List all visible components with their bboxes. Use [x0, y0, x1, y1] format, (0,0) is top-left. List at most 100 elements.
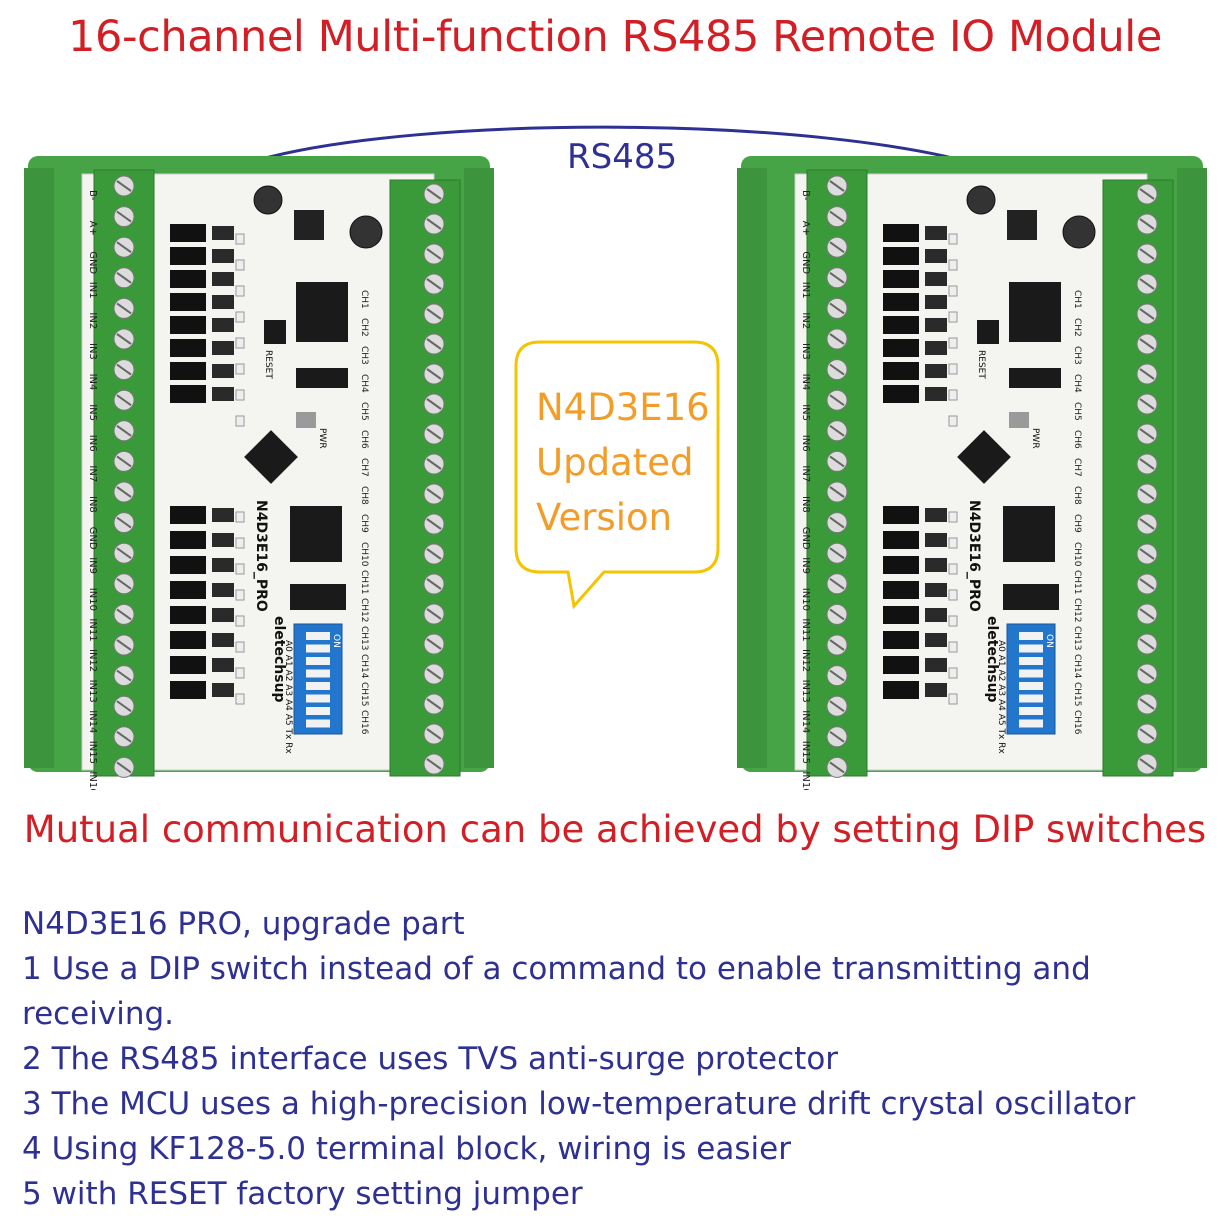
- terminal-label-left: IN9: [87, 557, 98, 574]
- io-expander-chip: [1003, 506, 1055, 562]
- status-led: [235, 337, 245, 349]
- optocoupler-chip: [883, 581, 919, 599]
- note-item-3: 3 The MCU uses a high-precision low-temp…: [22, 1086, 1136, 1122]
- output-channel-label: CH8: [1072, 486, 1082, 505]
- status-led: [948, 537, 958, 549]
- screw-slot-icon: [426, 368, 442, 380]
- resistor-array: [925, 508, 947, 522]
- dip-address-labels: A0 A1 A2 A3 A4 A5 Tx Rx: [283, 640, 293, 754]
- dip-switch-lever: [1019, 632, 1043, 640]
- terminal-label-left: IN11: [800, 618, 811, 641]
- board-model-label: N4D3E16_PRO: [966, 500, 982, 612]
- dip-on-label: ON: [331, 634, 341, 648]
- screw-slot-icon: [116, 639, 132, 651]
- upgrade-notes: N4D3E16 PRO, upgrade part 1 Use a DIP sw…: [22, 902, 1202, 1217]
- output-channel-label: CH13: [1072, 626, 1082, 651]
- status-led: [948, 693, 958, 705]
- resistor-array: [212, 341, 234, 355]
- status-led: [235, 389, 245, 401]
- io-module-board-right: B-A+GNDIN1IN2IN3IN4IN5IN6IN7IN8GNDIN9IN1…: [737, 156, 1207, 790]
- resistor-array: [925, 364, 947, 378]
- terminal-label-left: IN5: [87, 404, 98, 421]
- screw-slot-icon: [1139, 278, 1155, 290]
- mosfet-chip: [264, 320, 286, 344]
- terminal-label-left: IN1: [87, 282, 98, 299]
- screw-slot-icon: [829, 639, 845, 651]
- screw-slot-icon: [116, 730, 132, 743]
- dip-switch-lever: [306, 694, 330, 703]
- optocoupler-chip: [170, 316, 206, 334]
- dip-switch-lever: [306, 657, 330, 665]
- output-channel-label: CH15: [359, 682, 369, 707]
- optocoupler-chip: [883, 681, 919, 699]
- optocoupler-chip: [170, 293, 206, 311]
- terminal-block-right: [1102, 179, 1174, 777]
- status-led: [235, 563, 245, 575]
- status-led: [235, 641, 245, 653]
- screw-slot-icon: [426, 668, 442, 680]
- terminal-label-left: A+: [87, 221, 98, 236]
- screw-slot-icon: [116, 363, 132, 376]
- terminal-label-left: IN8: [800, 496, 811, 513]
- status-led: [948, 563, 958, 575]
- screw-slot-icon: [1139, 758, 1155, 770]
- dip-switch-lever: [1019, 694, 1043, 703]
- dip-switch: [293, 623, 343, 735]
- screw-slot-icon: [426, 428, 442, 440]
- din-rail-side-right: [1177, 168, 1207, 768]
- resistor-array: [212, 226, 234, 240]
- status-led: [235, 415, 245, 427]
- note-item-2: 2 The RS485 interface uses TVS anti-surg…: [22, 1041, 839, 1077]
- din-rail-side-left: [737, 168, 767, 768]
- note-item-1: 1 Use a DIP switch instead of a command …: [22, 951, 1091, 1032]
- terminal-label-left: IN15: [800, 741, 811, 764]
- screw-slot-icon: [1139, 308, 1155, 320]
- terminal-label-left: IN8: [87, 496, 98, 513]
- status-led: [948, 415, 958, 427]
- dip-switch-lever: [306, 707, 330, 715]
- screw-slot-icon: [426, 608, 442, 620]
- capacitor-icon: [253, 185, 283, 215]
- output-channel-label: CH11: [1072, 570, 1082, 595]
- status-led: [235, 667, 245, 679]
- screw-slot-icon: [116, 761, 132, 774]
- screw-slot-icon: [426, 758, 442, 770]
- screw-slot-icon: [829, 608, 845, 621]
- screw-slot-icon: [829, 302, 845, 315]
- resistor-array: [212, 558, 234, 572]
- resistor-array: [212, 318, 234, 332]
- status-led: [235, 615, 245, 627]
- screw-slot-icon: [426, 458, 442, 470]
- output-channel-label: CH2: [1072, 318, 1082, 337]
- capacitor-icon: [1062, 215, 1096, 249]
- screw-slot-icon: [116, 333, 132, 345]
- screw-slot-icon: [829, 394, 845, 407]
- callout-line-model: N4D3E16: [536, 386, 710, 429]
- terminal-label-left: IN11: [87, 618, 98, 641]
- reset-label: RESET: [976, 350, 986, 379]
- terminal-label-left: IN15: [87, 741, 98, 764]
- status-led: [948, 389, 958, 401]
- status-led: [948, 363, 958, 375]
- status-led: [235, 693, 245, 705]
- dip-switch-lever: [306, 682, 330, 690]
- callout-line-version: Version: [536, 496, 673, 539]
- terminal-label-left: B-: [800, 190, 811, 201]
- terminal-label-left: IN16: [87, 771, 98, 790]
- resistor-array: [212, 295, 234, 309]
- screw-slot-icon: [1139, 338, 1155, 350]
- optocoupler-chip: [170, 362, 206, 380]
- optocoupler-chip: [170, 656, 206, 674]
- output-channel-label: CH7: [1072, 458, 1082, 477]
- screw-slot-icon: [426, 218, 442, 230]
- terminal-label-left: GND: [800, 527, 811, 550]
- note-heading: N4D3E16 PRO, upgrade part: [22, 906, 465, 942]
- dip-switch-lever: [306, 719, 330, 728]
- output-channel-label: CH6: [1072, 430, 1082, 449]
- screw-slot-icon: [829, 210, 845, 223]
- screw-slot-icon: [1139, 398, 1155, 410]
- output-channel-label: CH6: [359, 430, 369, 449]
- terminal-label-left: IN12: [87, 649, 98, 672]
- screw-slot-icon: [426, 638, 442, 650]
- note-item-4: 4 Using KF128-5.0 terminal block, wiring…: [22, 1131, 791, 1167]
